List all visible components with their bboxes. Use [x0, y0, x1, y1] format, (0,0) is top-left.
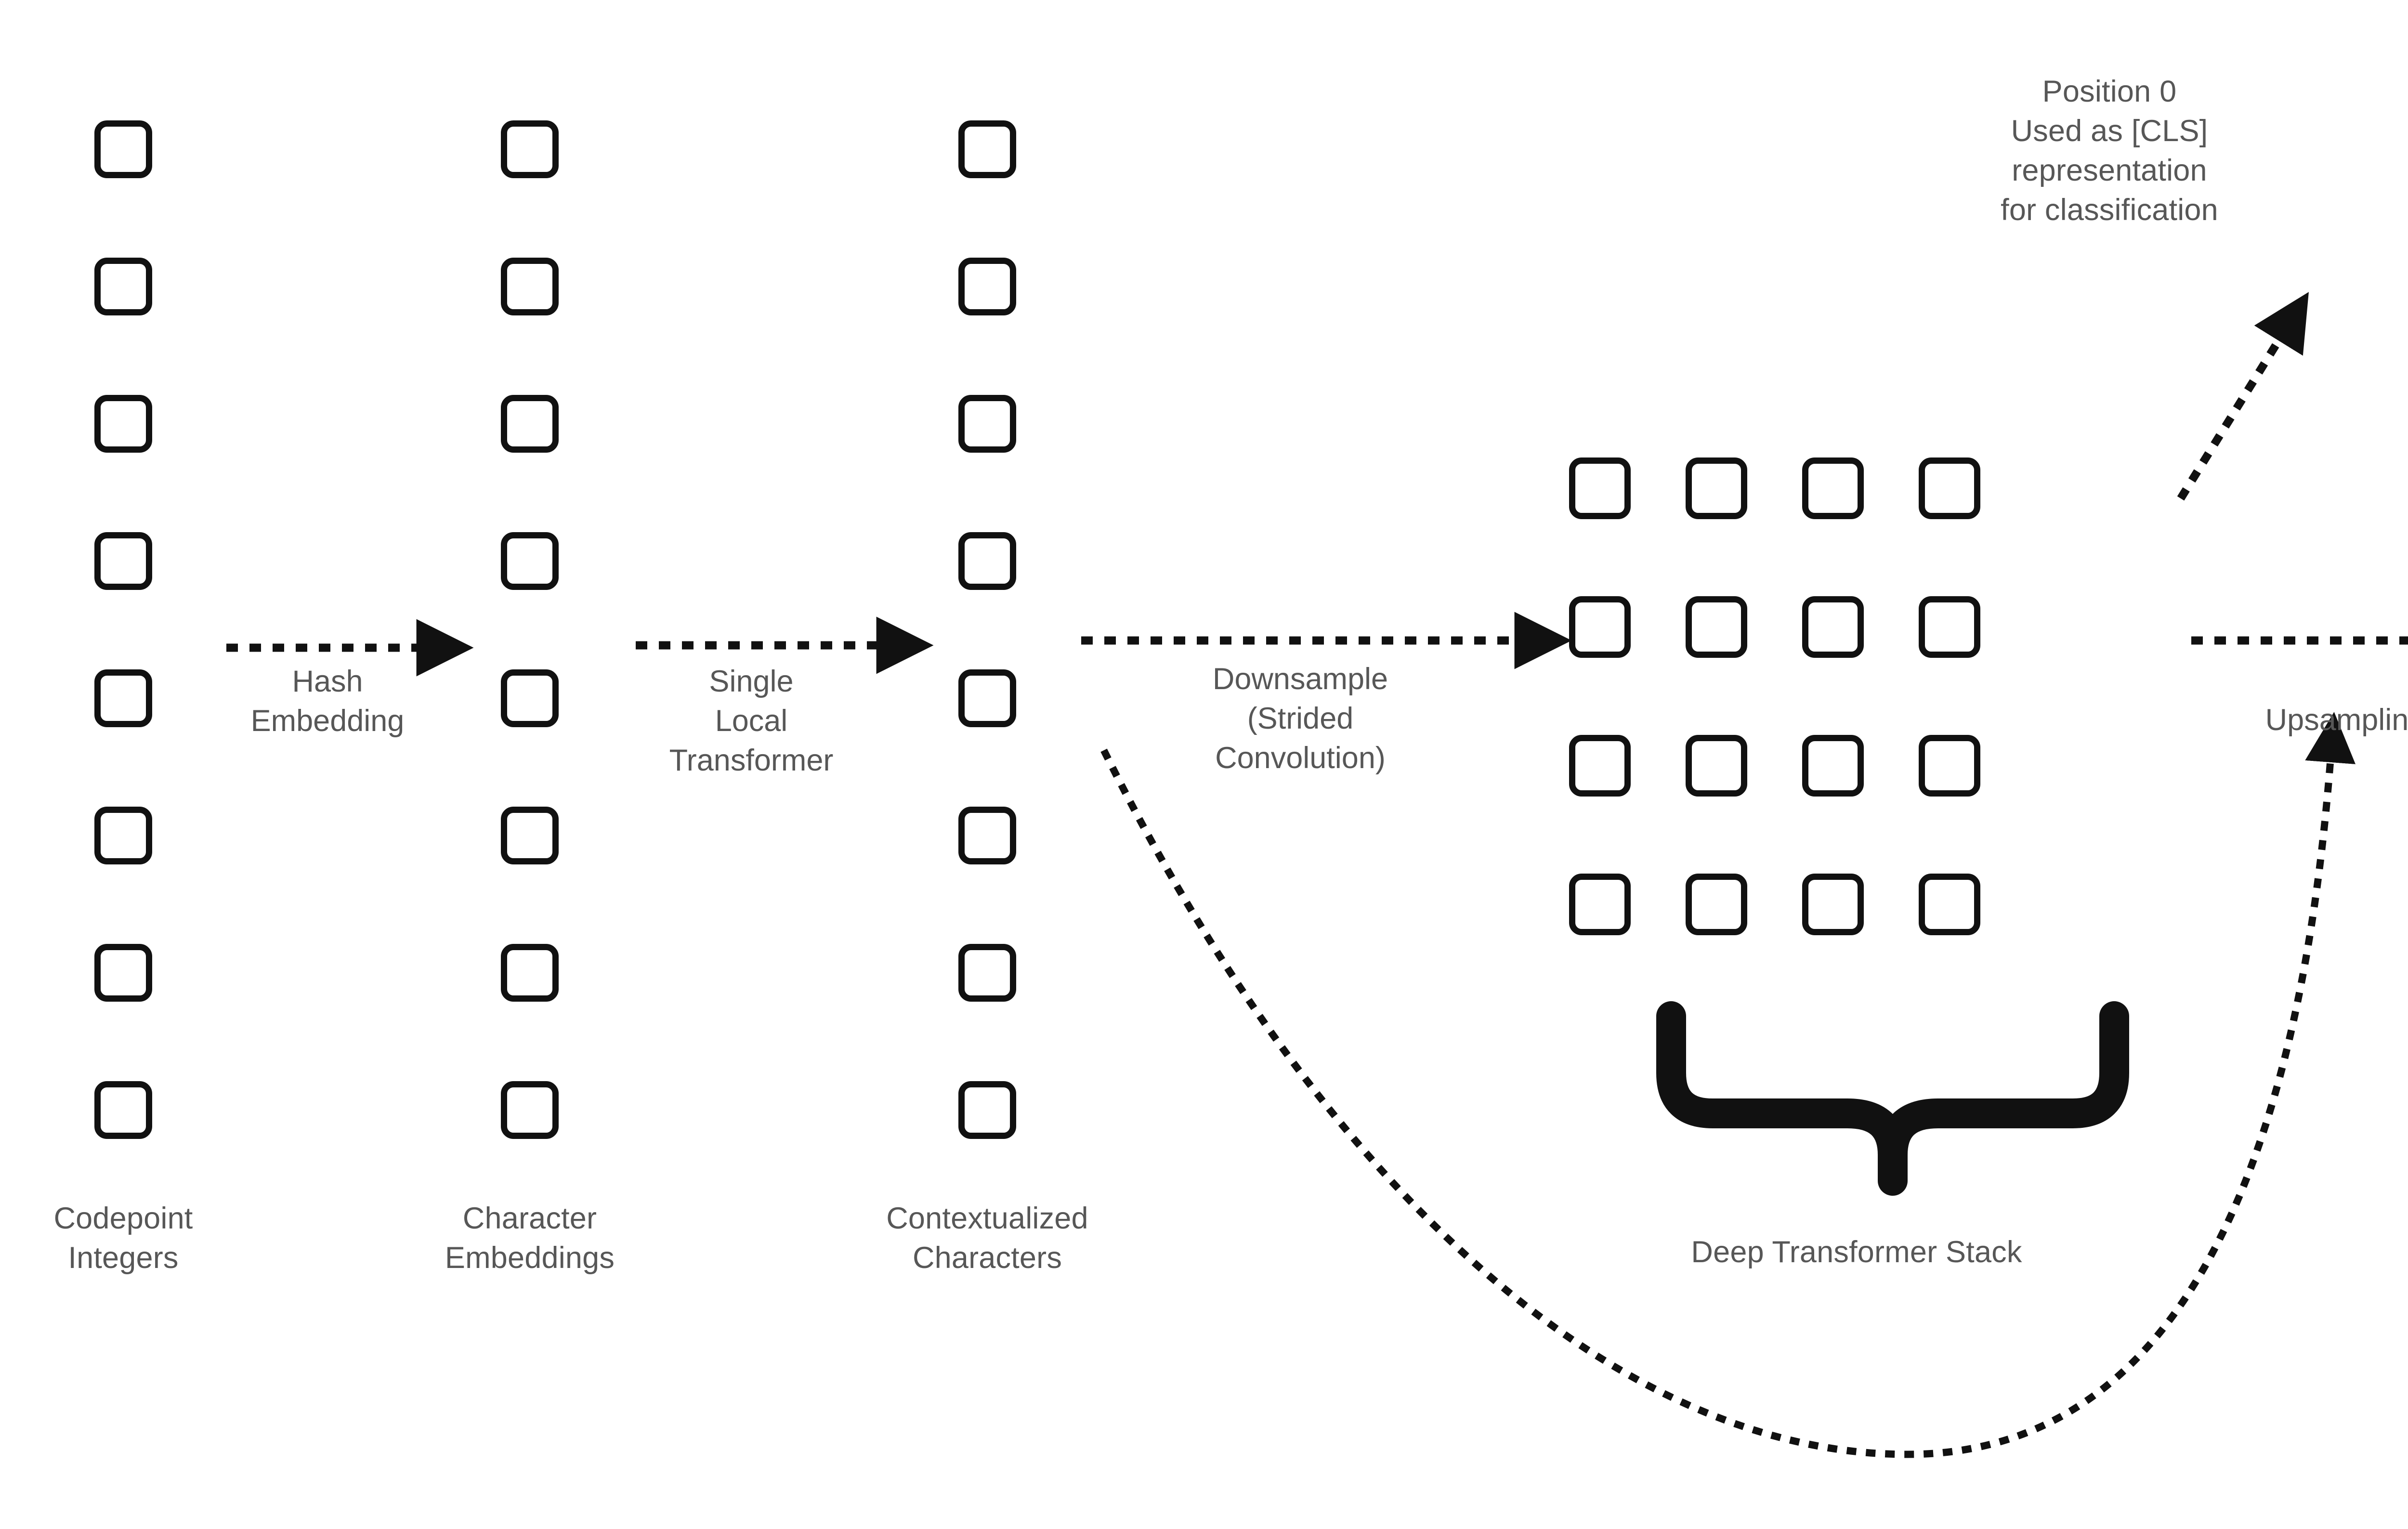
- cell: [1569, 874, 1631, 935]
- cell: [1569, 735, 1631, 797]
- cell: [958, 807, 1016, 864]
- cell: [1919, 457, 1980, 519]
- cell: [501, 120, 559, 178]
- cell: [501, 1081, 559, 1139]
- cell: [501, 258, 559, 315]
- cell: [94, 807, 152, 864]
- cell: [958, 532, 1016, 590]
- cell: [94, 1081, 152, 1139]
- arrow-label-single-local-transformer: Single Local Transformer: [669, 665, 834, 777]
- cell: [958, 258, 1016, 315]
- cell: [1686, 596, 1747, 658]
- caption-codepoint-integers: Codepoint Integers: [53, 1202, 193, 1275]
- cell: [1802, 874, 1864, 935]
- caption-character-embeddings: Character Embeddings: [445, 1202, 615, 1275]
- caption-contextualized-characters: Contextualized Characters: [886, 1202, 1088, 1275]
- cell: [501, 532, 559, 590]
- cell: [958, 1081, 1016, 1139]
- cell: [1802, 457, 1864, 519]
- cell: [1802, 735, 1864, 797]
- caption-deep-transformer-stack: Deep Transformer Stack: [1691, 1235, 2022, 1269]
- cell: [501, 669, 559, 727]
- cell: [1686, 874, 1747, 935]
- cell: [958, 395, 1016, 453]
- cell: [94, 532, 152, 590]
- cell: [1569, 596, 1631, 658]
- deep-transformer-stack-grid: [1569, 457, 1980, 935]
- cell: [94, 395, 152, 453]
- deep-transformer-stack-brace: [1656, 1001, 2129, 1196]
- cell: [958, 944, 1016, 1002]
- cell: [94, 120, 152, 178]
- cell: [1919, 596, 1980, 658]
- cell: [1686, 735, 1747, 797]
- arrow-label-upsampling: Upsampling: [2265, 703, 2408, 737]
- cell: [1919, 735, 1980, 797]
- cell: [958, 669, 1016, 727]
- cell: [1569, 457, 1631, 519]
- cell: [501, 944, 559, 1002]
- arrow-label-hash-embedding: Hash Embedding: [250, 665, 405, 738]
- annotation-position-zero-note: Position 0 Used as [CLS] representation …: [2001, 75, 2218, 227]
- arrow-label-downsample: Downsample (Strided Convolution): [1212, 662, 1388, 775]
- cell: [1686, 457, 1747, 519]
- cell: [1802, 596, 1864, 658]
- cell: [501, 807, 559, 864]
- cell: [94, 669, 152, 727]
- cell: [958, 120, 1016, 178]
- column-character-embeddings: [501, 120, 559, 1139]
- arrow-cls-pointer: [2177, 292, 2309, 501]
- cell: [501, 395, 559, 453]
- cell: [1919, 874, 1980, 935]
- cell: [94, 258, 152, 315]
- column-codepoint-integers: [94, 120, 152, 1139]
- column-contextualized-characters: [958, 120, 1016, 1139]
- cell: [94, 944, 152, 1002]
